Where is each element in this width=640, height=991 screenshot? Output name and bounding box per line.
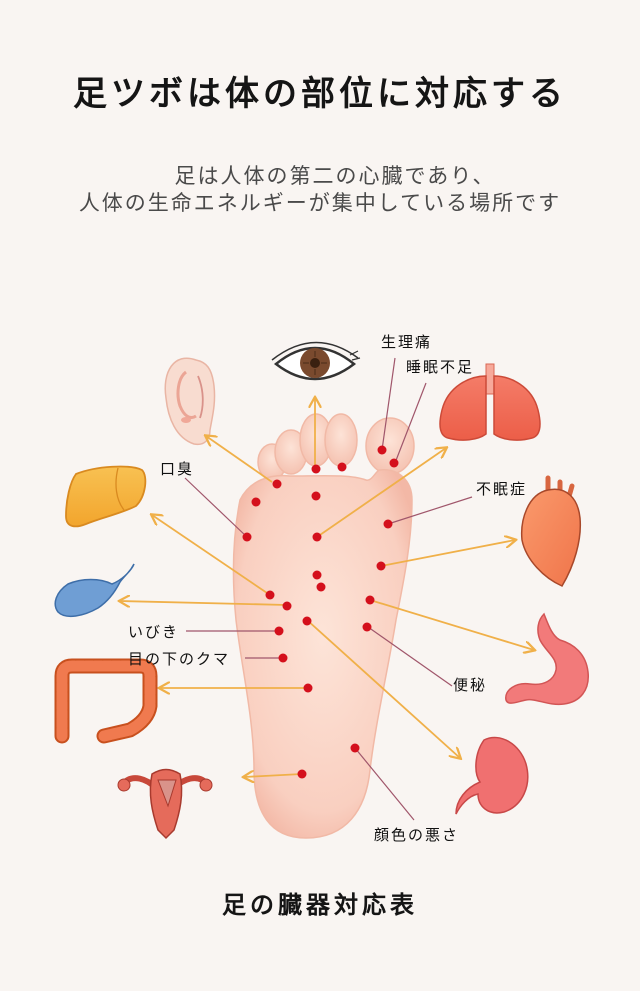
page-title: 足ツボは体の部位に対応する <box>73 74 567 114</box>
heart-icon <box>520 475 582 587</box>
label-sleep-deprivation: 睡眠不足 <box>406 358 475 376</box>
label-constipation: 便秘 <box>453 676 488 694</box>
reflex-points <box>242 445 399 779</box>
label-bad-breath: 口臭 <box>160 460 195 478</box>
subtitle-line-1: 足は人体の第二の心臓であり、 <box>174 164 496 188</box>
uterus-icon <box>117 768 213 840</box>
foot-sole <box>232 413 415 839</box>
label-menstrual-pain: 生理痛 <box>381 333 433 351</box>
liver-icon <box>65 465 147 528</box>
label-pointer-lines <box>184 357 473 821</box>
page-subtitle: 足は人体の第二の心臓であり、 人体の生命エネルギーが集中している場所です <box>0 163 640 217</box>
chart-title: 足の臓器対応表 <box>222 890 418 919</box>
large-intestine-icon <box>54 658 158 744</box>
subtitle-line-2: 人体の生命エネルギーが集中している場所です <box>78 191 562 215</box>
label-snoring: いびき <box>128 623 180 641</box>
organ-arrows <box>120 398 534 777</box>
ear-icon <box>164 357 216 446</box>
kidney-icon <box>455 736 529 815</box>
gallbladder-icon <box>54 563 135 618</box>
eye-icon <box>271 341 361 381</box>
label-poor-complexion: 顔色の悪さ <box>374 826 460 844</box>
lungs-icon <box>439 363 541 441</box>
label-dark-circles: 目の下のクマ <box>128 650 231 668</box>
stomach-icon <box>505 612 589 706</box>
label-insomnia: 不眠症 <box>476 480 528 498</box>
